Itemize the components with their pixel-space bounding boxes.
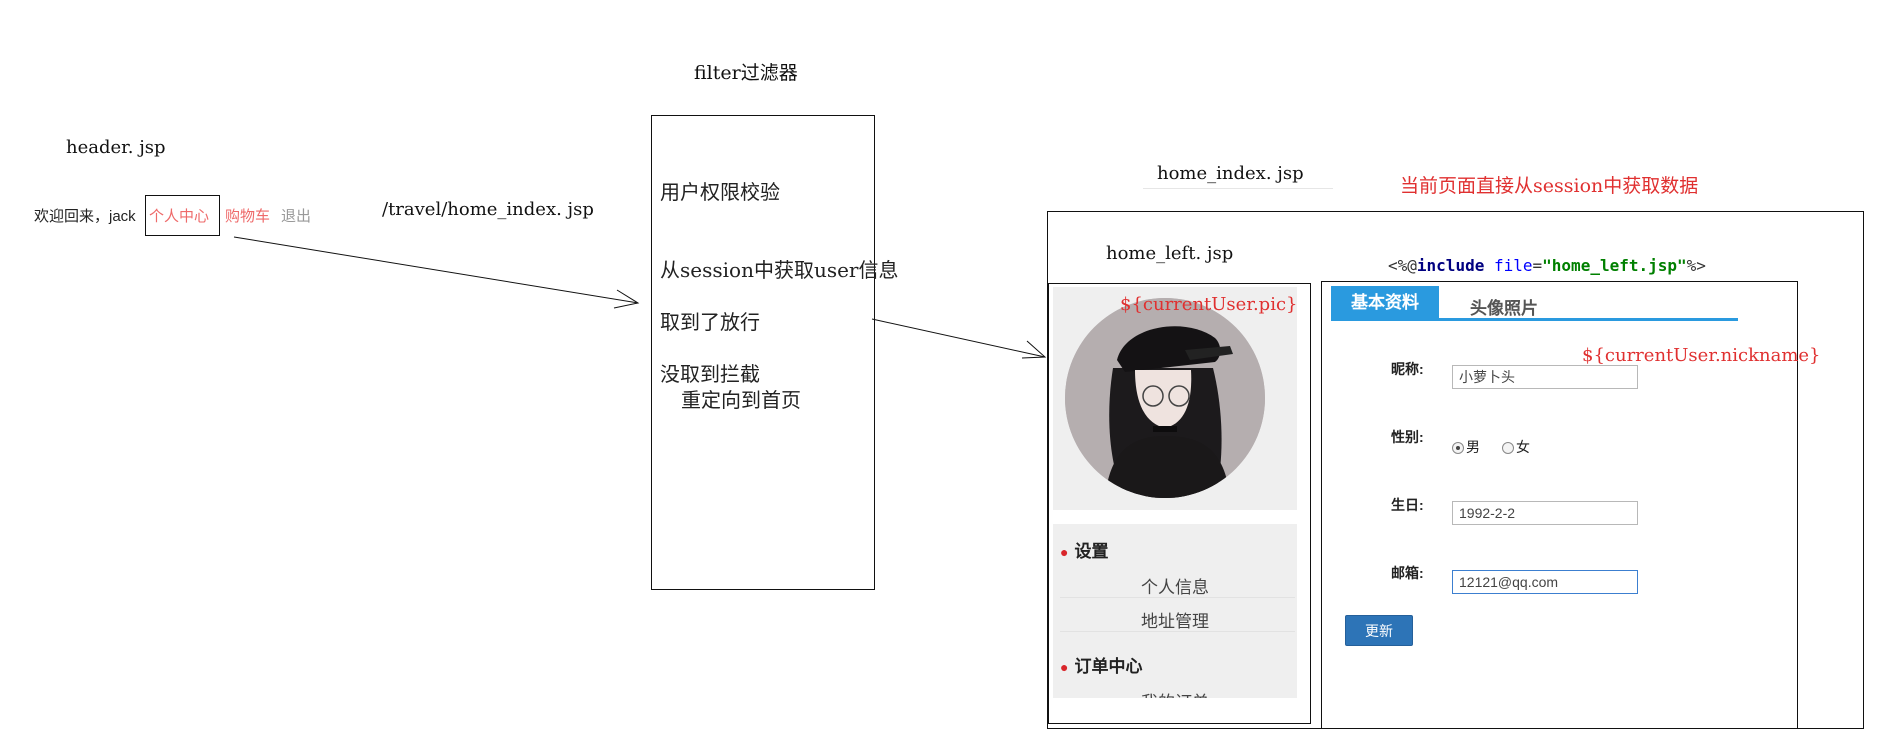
include-directive: <%@include file="home_left.jsp"%> [1388, 256, 1706, 275]
birthday-label: 生日: [1391, 497, 1424, 513]
bullet-icon: ● [1060, 544, 1069, 560]
gender-male-label: 男 [1466, 439, 1480, 455]
menu-item-address[interactable]: 地址管理 [1141, 612, 1209, 631]
menu-divider [1060, 631, 1295, 632]
filter-line-block: 没取到拦截 [660, 362, 760, 386]
filter-box [651, 115, 875, 590]
menu-item-personal-info[interactable]: 个人信息 [1141, 578, 1209, 597]
home-index-underline [1143, 188, 1333, 189]
personal-center-link[interactable]: 个人中心 [149, 208, 210, 225]
include-suffix: %> [1686, 256, 1706, 275]
radio-unchecked-icon [1502, 442, 1514, 454]
nickname-expression: ${currentUser.nickname} [1582, 345, 1821, 366]
session-note: 当前页面直接从session中获取数据 [1400, 175, 1699, 197]
pic-expression: ${currentUser.pic} [1120, 294, 1298, 315]
cart-link[interactable]: 购物车 [225, 208, 271, 225]
email-label: 邮箱: [1391, 565, 1424, 581]
filter-line-redirect: 重定向到首页 [681, 388, 801, 412]
home-left-label: home_left. jsp [1106, 243, 1234, 264]
arrow-head-1 [613, 289, 640, 309]
include-attr: file [1484, 256, 1533, 275]
tab-underline [1331, 318, 1738, 321]
email-field[interactable]: 12121@qq.com [1452, 570, 1638, 594]
arrow-header-to-filter [233, 236, 639, 304]
filter-line-auth-check: 用户权限校验 [660, 180, 780, 204]
menu-divider [1060, 597, 1295, 598]
menu-section-orders: ● 订单中心 [1060, 652, 1142, 677]
gender-female-label: 女 [1516, 439, 1530, 455]
welcome-text: 欢迎回来，jack [34, 208, 136, 225]
header-jsp-label: header. jsp [66, 137, 166, 158]
home-index-label: home_index. jsp [1157, 163, 1304, 184]
home-left-box [1048, 283, 1311, 724]
menu-section-settings-title: 设置 [1074, 542, 1109, 561]
filter-title: filter过滤器 [694, 62, 798, 84]
include-eq: = [1532, 256, 1543, 275]
url-label: /travel/home_index. jsp [382, 199, 594, 220]
update-button[interactable]: 更新 [1345, 615, 1413, 646]
profile-form-box [1321, 281, 1798, 729]
nickname-label: 昵称: [1391, 361, 1424, 377]
gender-option-male[interactable]: 男 [1452, 437, 1480, 457]
filter-line-get-user: 从session中获取user信息 [660, 258, 899, 282]
nickname-field[interactable]: 小萝卜头 [1452, 365, 1638, 389]
left-menu [1053, 524, 1297, 698]
menu-item-my-orders[interactable]: 我的订单 [1141, 688, 1209, 698]
filter-line-pass: 取到了放行 [660, 310, 760, 334]
avatar [1065, 298, 1265, 498]
personal-center-highlight [145, 195, 220, 236]
tab-avatar-photo[interactable]: 头像照片 [1470, 299, 1538, 318]
gender-option-female[interactable]: 女 [1502, 437, 1530, 457]
birthday-field[interactable]: 1992-2-2 [1452, 501, 1638, 525]
radio-checked-icon [1452, 442, 1464, 454]
bullet-icon: ● [1060, 659, 1069, 675]
include-keyword: include [1416, 256, 1485, 275]
arrow-head-2 [1021, 340, 1047, 359]
avatar-illustration [1065, 298, 1265, 498]
menu-section-settings: ● 设置 [1060, 537, 1108, 562]
include-prefix: <%@ [1388, 256, 1417, 275]
tab-basic-info[interactable]: 基本资料 [1331, 286, 1439, 320]
gender-label: 性别: [1391, 429, 1424, 445]
logout-link[interactable]: 退出 [281, 208, 312, 225]
menu-section-orders-title: 订单中心 [1074, 657, 1143, 676]
menu-item-clip: 我的订单 [1053, 686, 1297, 698]
arrow-filter-to-home [871, 318, 1046, 358]
include-value: "home_left.jsp" [1542, 256, 1687, 275]
